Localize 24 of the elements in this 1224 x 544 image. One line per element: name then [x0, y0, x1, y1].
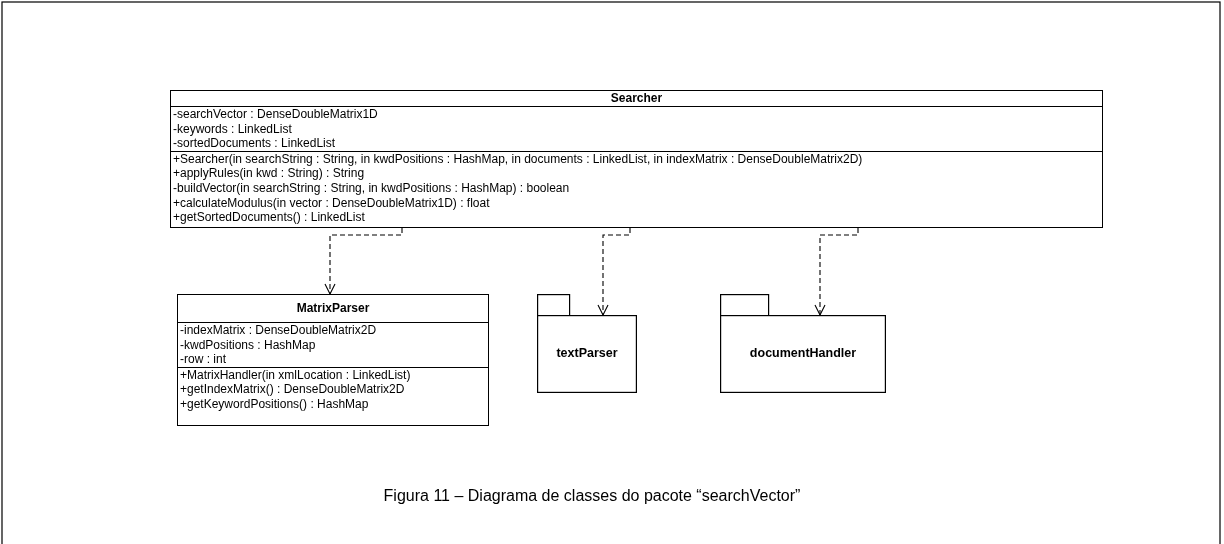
- dependency-arrow: [597, 227, 631, 316]
- method-text: +applyRules(in kwd : String) : String: [172, 166, 366, 181]
- attribute-text: -indexMatrix : DenseDoubleMatrix2D: [178, 322, 488, 338]
- attribute-text: -keywords : LinkedList: [172, 121, 293, 137]
- class-name: MatrixParser: [295, 300, 371, 317]
- attribute-text: -searchVector : DenseDoubleMatrix1D: [171, 106, 1102, 122]
- method-text: +MatrixHandler(in xmlLocation : LinkedList): [178, 366, 488, 383]
- method-text: +getIndexMatrix() : DenseDoubleMatrix2D: [179, 382, 406, 397]
- package-name: documentHandler: [748, 346, 858, 360]
- dependency-arrow: [324, 227, 403, 295]
- method-text: +Searcher(in searchString : String, in kwdPositions : HashMap, in documents : LinkedList, in indexMatrix : DenseDoubleMatrix2D): [171, 150, 1102, 167]
- package-name: textParser: [555, 346, 619, 360]
- method-text: +getKeywordPositions() : HashMap: [179, 396, 370, 412]
- attribute-text: -kwdPositions : HashMap: [179, 337, 317, 353]
- method-text: -buildVector(in searchString : String, in kwdPositions : HashMap) : boolean: [172, 180, 571, 196]
- method-text: +getSortedDocuments() : LinkedList: [172, 210, 366, 225]
- class-box: [177, 294, 489, 426]
- dependency-arrow: [814, 227, 859, 316]
- figure-caption: Figura 11 – Diagrama de classes do pacote “searchVector”: [382, 487, 802, 505]
- method-text: +calculateModulus(in vector : DenseDoubleMatrix1D) : float: [172, 195, 491, 211]
- class-box: [170, 90, 1103, 228]
- class-name: Searcher: [609, 91, 664, 106]
- attribute-text: -sortedDocuments : LinkedList: [172, 136, 337, 151]
- attribute-text: -row : int: [179, 352, 227, 367]
